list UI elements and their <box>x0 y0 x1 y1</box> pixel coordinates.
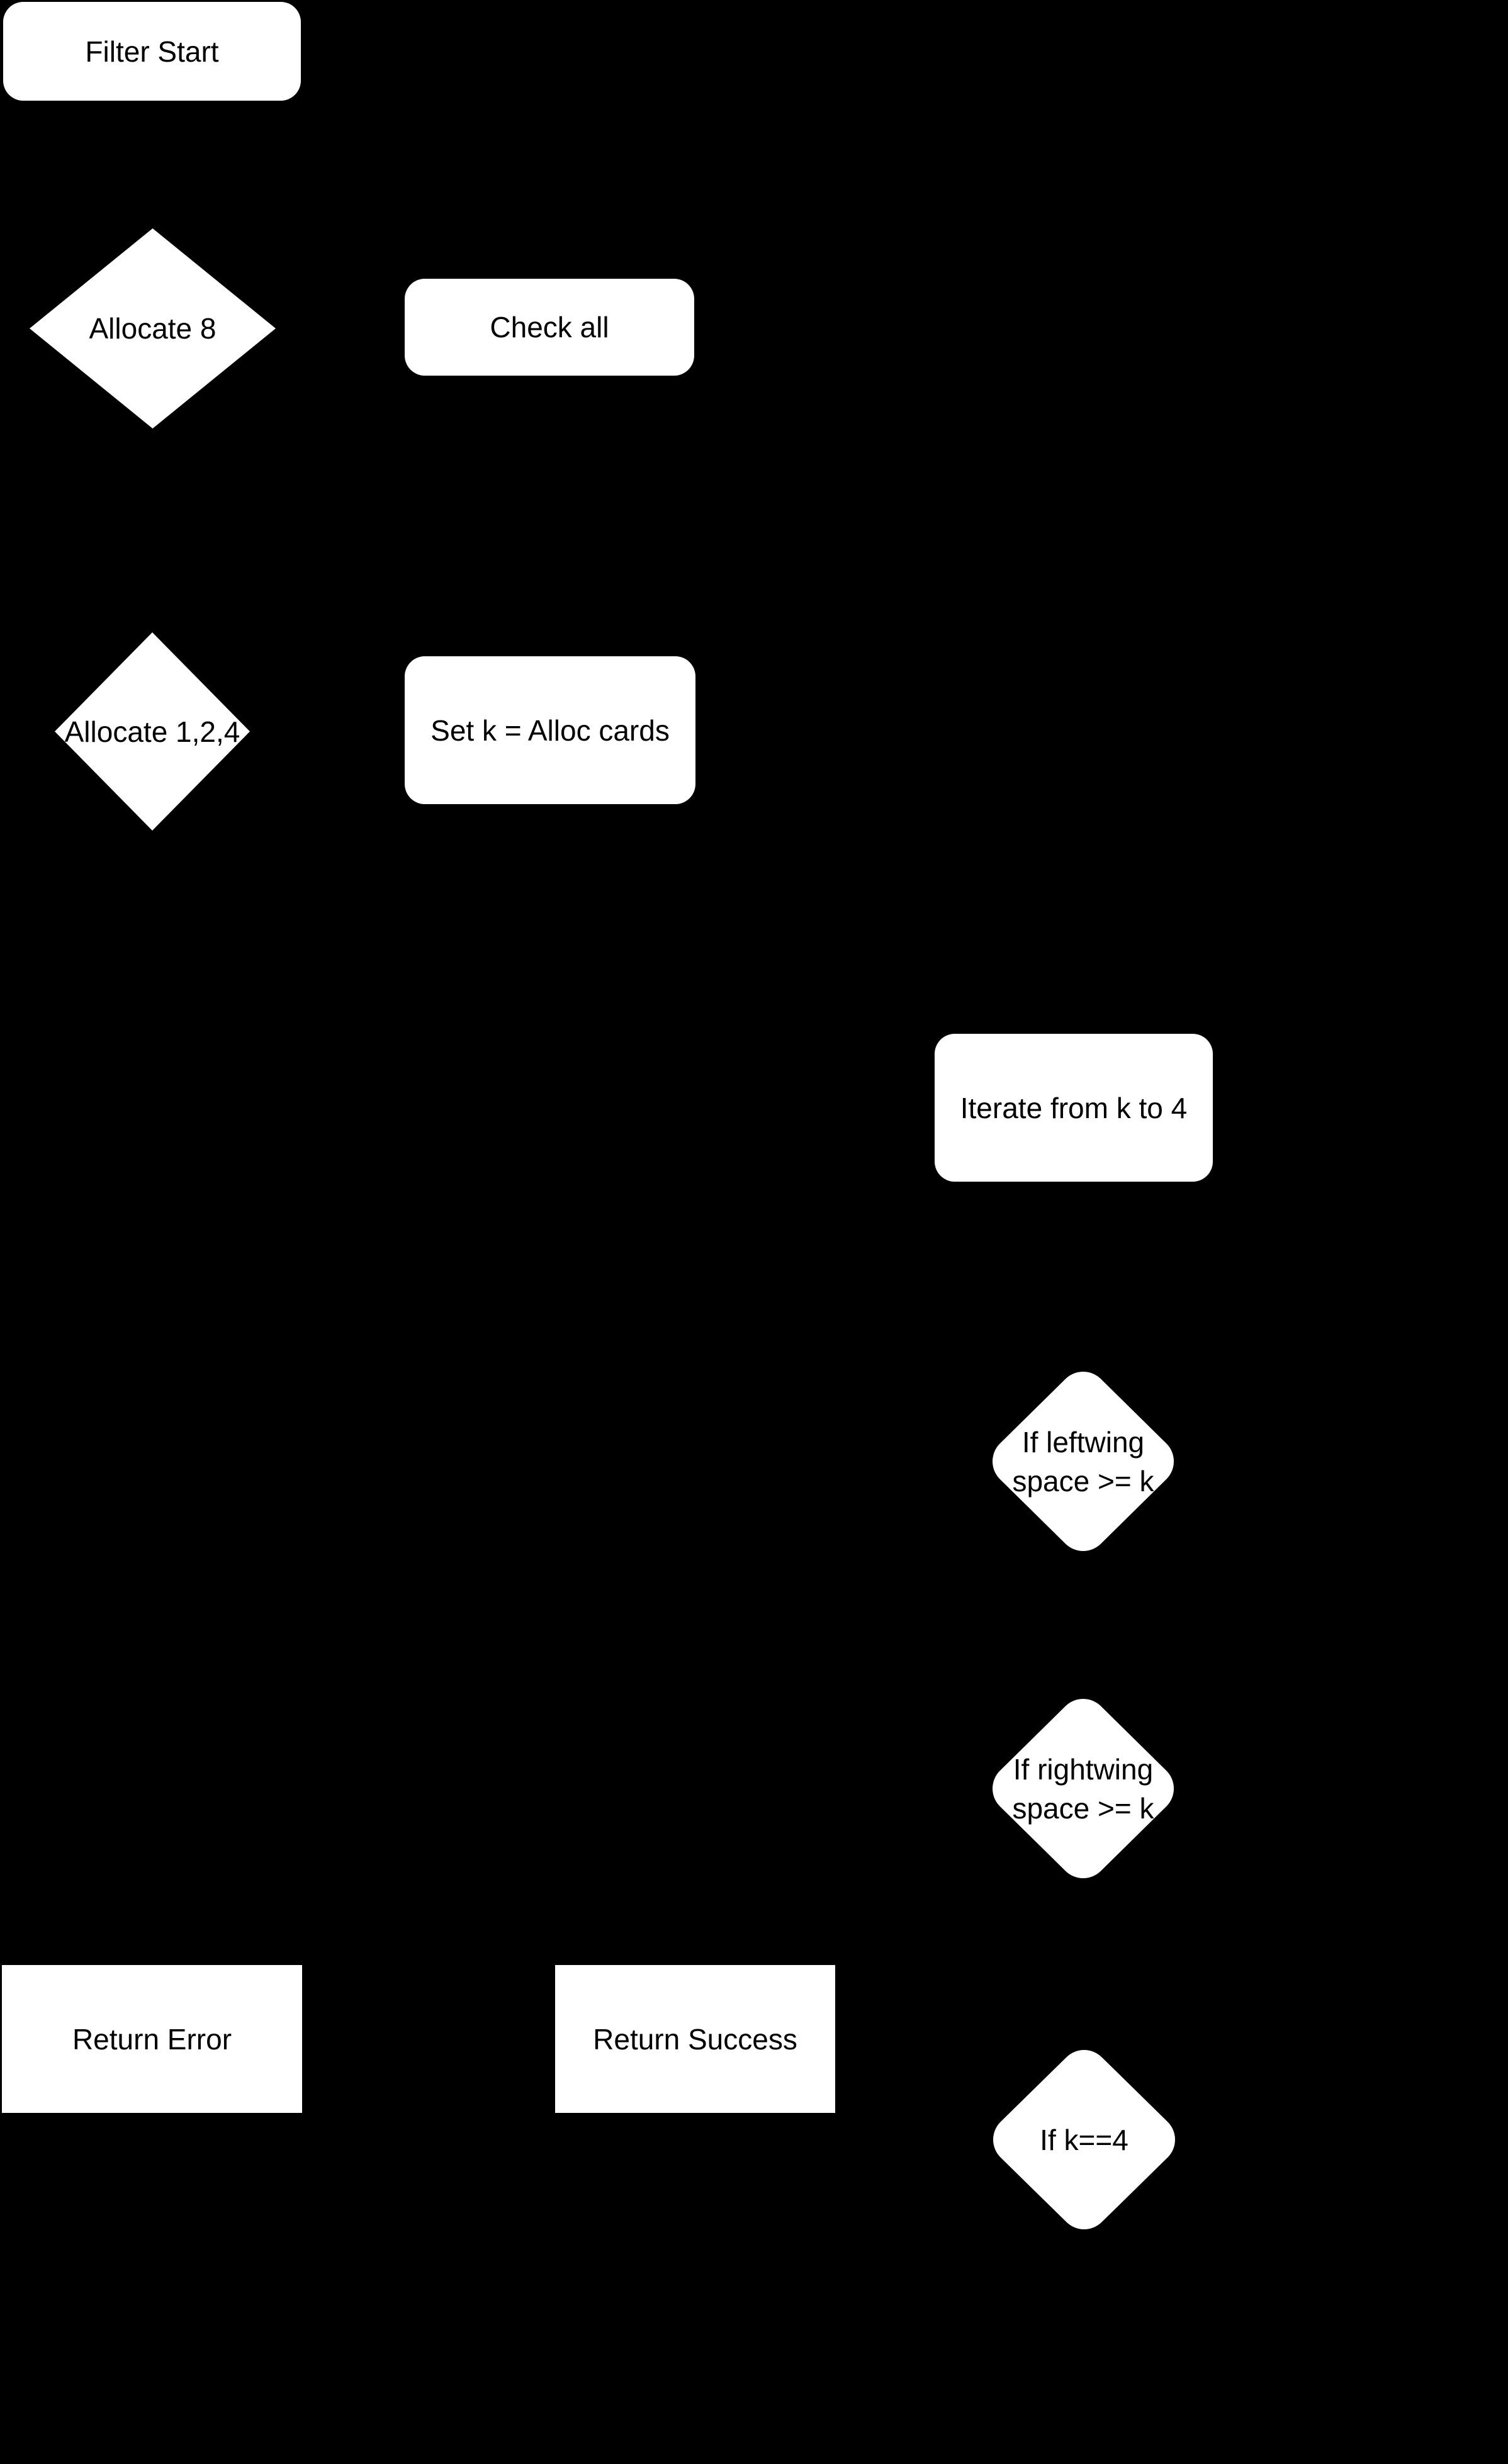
node-check-all: Check all <box>405 279 694 376</box>
node-allocate-8: Allocate 8 <box>30 228 276 428</box>
node-iterate: Iterate from k to 4 <box>935 1034 1213 1182</box>
diamond-label-wrap: If leftwing space >= k <box>948 1372 1218 1551</box>
diamond-label-wrap: Allocate 1,2,4 <box>11 632 294 831</box>
diamond-label-wrap: If rightwing space >= k <box>948 1699 1218 1878</box>
node-label-check-all: Check all <box>490 311 609 344</box>
node-label-if-leftwing: If leftwing space >= k <box>1012 1425 1154 1498</box>
diamond-shape <box>993 2050 1175 2229</box>
node-label-filter-start: Filter Start <box>85 35 219 68</box>
node-label-allocate-124: Allocate 1,2,4 <box>64 715 240 748</box>
node-label-if-k4: If k==4 <box>1040 2123 1128 2156</box>
node-if-k4: If k==4 <box>993 2050 1175 2229</box>
diamond-label-wrap: Allocate 8 <box>0 228 320 428</box>
node-label-return-success: Return Success <box>593 2022 797 2056</box>
node-return-error: Return Error <box>2 1965 302 2113</box>
diamond-shape <box>993 1699 1174 1878</box>
node-return-success: Return Success <box>555 1965 835 2113</box>
node-allocate-124: Allocate 1,2,4 <box>55 632 250 831</box>
node-label-return-error: Return Error <box>72 2022 232 2056</box>
diamond-shape <box>993 1372 1174 1551</box>
node-if-rightwing: If rightwing space >= k <box>993 1699 1174 1878</box>
node-label-set-k: Set k = Alloc cards <box>430 714 670 747</box>
node-set-k: Set k = Alloc cards <box>405 656 695 804</box>
node-if-leftwing: If leftwing space >= k <box>993 1372 1174 1551</box>
node-filter-start: Filter Start <box>3 2 301 101</box>
node-label-iterate: Iterate from k to 4 <box>960 1091 1188 1124</box>
diamond-label-wrap: If k==4 <box>949 2050 1219 2229</box>
diamond-shape <box>55 632 250 831</box>
node-label-allocate-8: Allocate 8 <box>89 312 217 345</box>
diamond-shape <box>30 228 276 428</box>
node-label-if-rightwing: If rightwing space >= k <box>1012 1752 1154 1825</box>
